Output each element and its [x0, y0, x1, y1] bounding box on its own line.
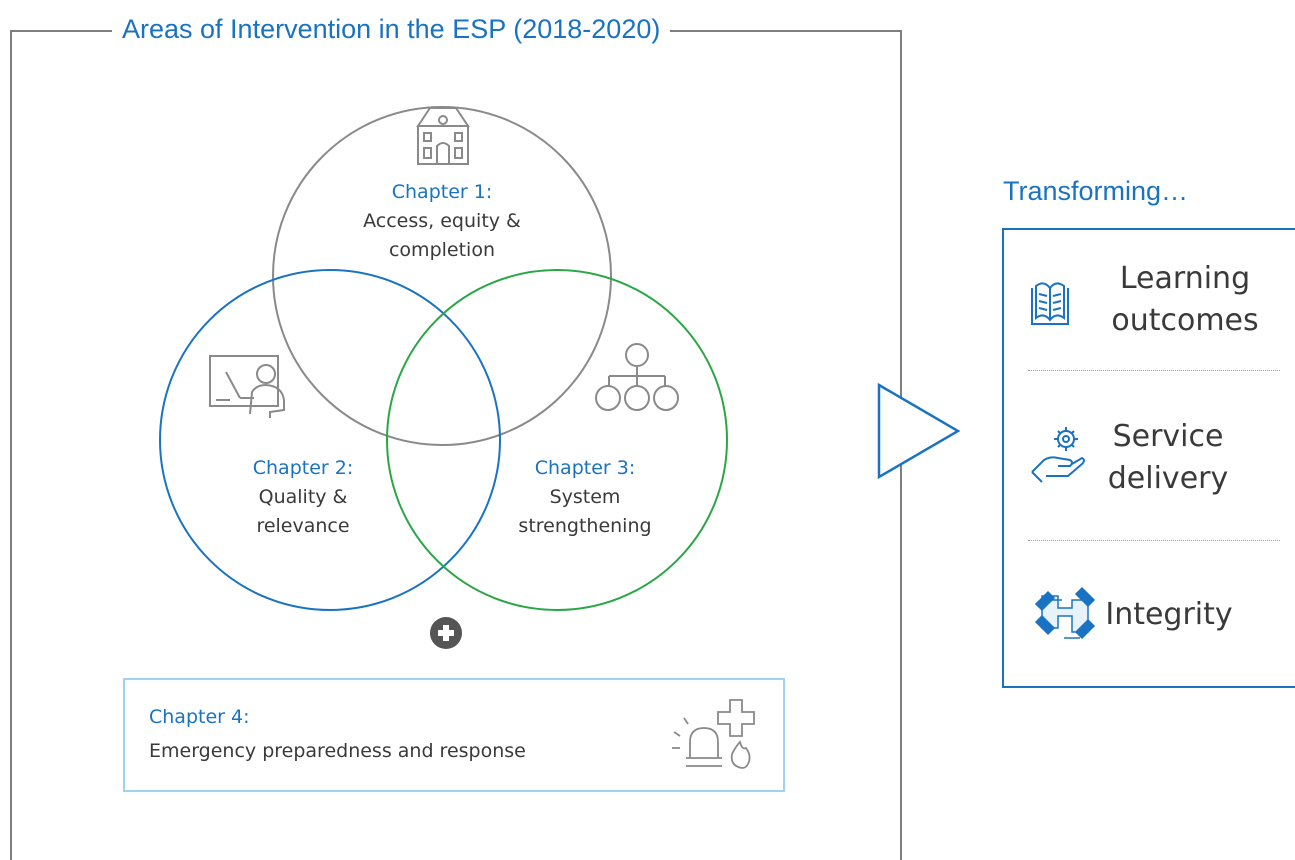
chapter2-line2: relevance — [256, 515, 350, 537]
diagram-title: Areas of Intervention in the ESP (2018-2… — [112, 12, 671, 46]
learning-outcomes-line2: outcomes — [1111, 303, 1259, 338]
chapter3-heading: Chapter 3: — [534, 457, 636, 479]
integrity-label: Integrity — [1104, 594, 1234, 636]
transforming-heading: Transforming… — [1003, 176, 1189, 206]
venn-diagram — [159, 106, 960, 769]
transforming-box — [1002, 228, 1295, 688]
transforming-icons — [1031, 282, 1096, 640]
learning-outcomes-line1: Learning — [1119, 261, 1251, 296]
integrity-line1: Integrity — [1105, 597, 1233, 632]
chapter2-text: Chapter 2: Quality & relevance — [203, 454, 403, 541]
play-triangle-icon — [877, 382, 960, 480]
chapter3-line1: System — [549, 486, 621, 508]
chapter2-heading: Chapter 2: — [252, 457, 354, 479]
teacher-whiteboard-icon — [209, 355, 285, 418]
chapter4-heading: Chapter 4: — [149, 706, 250, 728]
hand-gear-icon — [1031, 427, 1085, 483]
chapter1-heading: Chapter 1: — [391, 181, 493, 203]
separator-1 — [1028, 370, 1280, 371]
chapter2-line1: Quality & — [258, 486, 348, 508]
chapter1-line2: completion — [388, 239, 495, 261]
service-delivery-line1: Service — [1112, 419, 1224, 454]
school-building-icon — [416, 107, 470, 165]
chapter2-circle — [159, 269, 501, 611]
org-chart-icon — [595, 343, 679, 411]
chapter4-description: Emergency preparedness and response — [149, 740, 526, 762]
chapter4-box: Chapter 4: Emergency preparedness and re… — [123, 678, 785, 792]
chapter3-text: Chapter 3: System strengthening — [485, 454, 685, 541]
chapter1-line1: Access, equity & — [363, 210, 521, 232]
open-book-icon — [1031, 282, 1069, 325]
separator-2 — [1028, 540, 1280, 541]
service-delivery-line2: delivery — [1107, 461, 1229, 496]
service-delivery-label: Service delivery — [1103, 416, 1233, 500]
chapter3-line2: strengthening — [518, 515, 652, 537]
chapter1-text: Chapter 1: Access, equity & completion — [342, 178, 542, 265]
learning-outcomes-label: Learning outcomes — [1110, 258, 1260, 342]
chapter3-circle — [386, 269, 728, 611]
emergency-siren-medical-icon — [672, 699, 755, 769]
chapter1-circle — [272, 106, 612, 446]
plus-circle-icon — [430, 617, 462, 649]
joined-hands-icon — [1034, 586, 1096, 640]
